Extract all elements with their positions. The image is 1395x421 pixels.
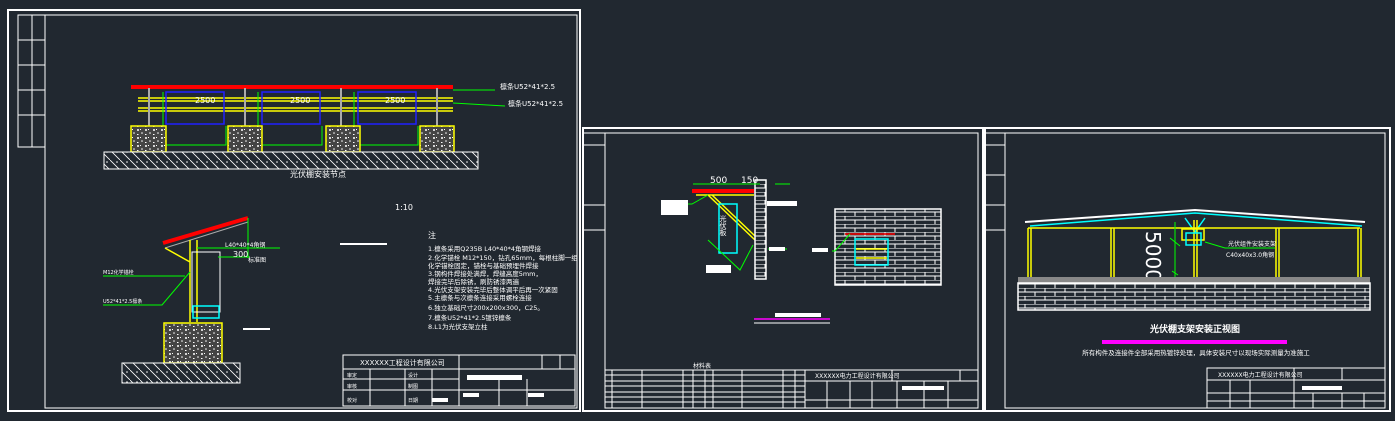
- callout-label: 檩条U52*41*2.5: [508, 99, 563, 108]
- company-name: XXXXXX电力工程设计有限公司: [1218, 371, 1303, 379]
- panel-box: [718, 203, 738, 254]
- dim-label: 2500: [195, 96, 215, 105]
- title-block-cell: 审定: [347, 372, 357, 379]
- detail-label: 标准图: [248, 256, 266, 264]
- detail-label: M12化学锚栓: [103, 269, 134, 276]
- sheet-2-border: [582, 127, 984, 412]
- height-dim: 5000: [1141, 231, 1165, 282]
- note-line: 焊接完毕后除锈，刷防锈漆两遍: [428, 277, 520, 286]
- sheet-2: 光伏板 500 150 材料表 XXXXXX电力工程设计有限公司: [582, 127, 984, 412]
- wall: [754, 179, 767, 280]
- detail-label: U52*41*2.5檩条: [103, 298, 142, 305]
- title-block-cell: 设计: [408, 372, 418, 379]
- title-block: XXXXXX电力工程设计有限公司: [804, 369, 979, 409]
- sheet-1: 2500 2500 2500 檩条U52*41*2.5 檩条U52*41*2.5…: [7, 9, 581, 412]
- sheet-1-border: [7, 9, 581, 412]
- note-line: 5.主檩条与次檩条连接采用螺栓连接: [428, 293, 532, 302]
- detail-dim: 300: [233, 250, 248, 259]
- roof-panel: [162, 216, 249, 245]
- drawing-subtitle: 所有构件及连接件全部采用热镀锌处理，具体安装尺寸以现场实际测量为准施工: [1082, 348, 1310, 357]
- drawing-title: 光伏棚支架安装正视图: [1149, 323, 1240, 335]
- title-block-cell: 日期: [408, 398, 418, 404]
- note-line: 化学锚栓固定，锚栓与基础预埋件焊接: [428, 261, 539, 270]
- roof-line: [1024, 208, 1366, 223]
- dim-label: 150: [741, 176, 758, 186]
- front-elevation: 光伏组件安装支架 C40x40x3.0角钢 5000: [1017, 208, 1371, 311]
- dim-label: 2500: [290, 96, 310, 105]
- sheet-1-frame: [44, 14, 578, 409]
- brick-foundation: [1017, 282, 1371, 311]
- title-block: XXXXXX工程设计有限公司 审定 审核 校对 设计 制图 日期: [342, 354, 576, 407]
- table-title: 材料表: [693, 362, 711, 370]
- company-name: XXXXXX工程设计有限公司: [360, 358, 445, 367]
- ground-hatch: [121, 362, 241, 384]
- sheet-3-frame: [1004, 132, 1386, 409]
- callout-label: 檩条U52*41*2.5: [500, 82, 555, 91]
- section-detail: L40*40*4角钢 300 标准图 M12化学锚栓 U52*41*2.5檩条: [103, 216, 280, 384]
- sheet-3-border: [984, 127, 1391, 412]
- elevation-view: 2500 2500 2500 檩条U52*41*2.5 檩条U52*41*2.5…: [103, 82, 563, 179]
- wall-mount-detail: 光伏板 500 150: [661, 176, 797, 280]
- company-name: XXXXXX电力工程设计有限公司: [815, 372, 900, 380]
- note-line: 7.檩条U52*41*2.5镀锌檩条: [428, 313, 512, 322]
- note-line: 3.钢构件焊接处满焊，焊缝高度5mm，: [428, 269, 542, 278]
- notes: 注 1.檩条采用Q235B L40*40*4角钢焊接 2.化学锚栓 M12*15…: [428, 230, 578, 331]
- scale-label: 1:10: [395, 203, 413, 212]
- ground-hatch: [103, 151, 479, 170]
- callout-label: 光伏组件安装支架: [1228, 240, 1276, 248]
- title-block: XXXXXX电力工程设计有限公司: [1206, 367, 1386, 409]
- notes-title: 注: [428, 230, 436, 240]
- note-line: 6.独立基础尺寸200x200x300，C25。: [428, 303, 544, 312]
- material-table: 材料表: [604, 362, 806, 409]
- wall-elevation-detail: [812, 208, 942, 286]
- title-block-cell: 校对: [347, 397, 357, 404]
- note-line: 2.化学锚栓 M12*150，钻孔65mm，每根柱脚一组: [428, 253, 578, 262]
- note-line: 1.檩条采用Q235B L40*40*4角钢焊接: [428, 244, 542, 253]
- dim-label: 2500: [385, 96, 405, 105]
- sheet-1-side-strip: [17, 14, 46, 148]
- note-line: 8.L1为光伏支架立柱: [428, 322, 488, 331]
- title-block-cell: 制图: [408, 383, 418, 390]
- detail-label: L40*40*4角钢: [225, 241, 265, 249]
- note-line: 4.光伏支架安装完毕后整体调平后再一次紧固: [428, 285, 558, 294]
- panel-label: 光伏板: [719, 214, 727, 237]
- title-block-cell: 审核: [347, 383, 357, 390]
- elevation-caption: 光伏棚安装节点: [290, 169, 346, 179]
- ground-slab: [1018, 277, 1370, 283]
- sheet-3: 光伏组件安装支架 C40x40x3.0角钢 5000 光伏棚支架安装正视图 所有…: [984, 127, 1391, 412]
- dim-label: 500: [710, 176, 727, 186]
- callout-label: C40x40x3.0角钢: [1226, 251, 1274, 259]
